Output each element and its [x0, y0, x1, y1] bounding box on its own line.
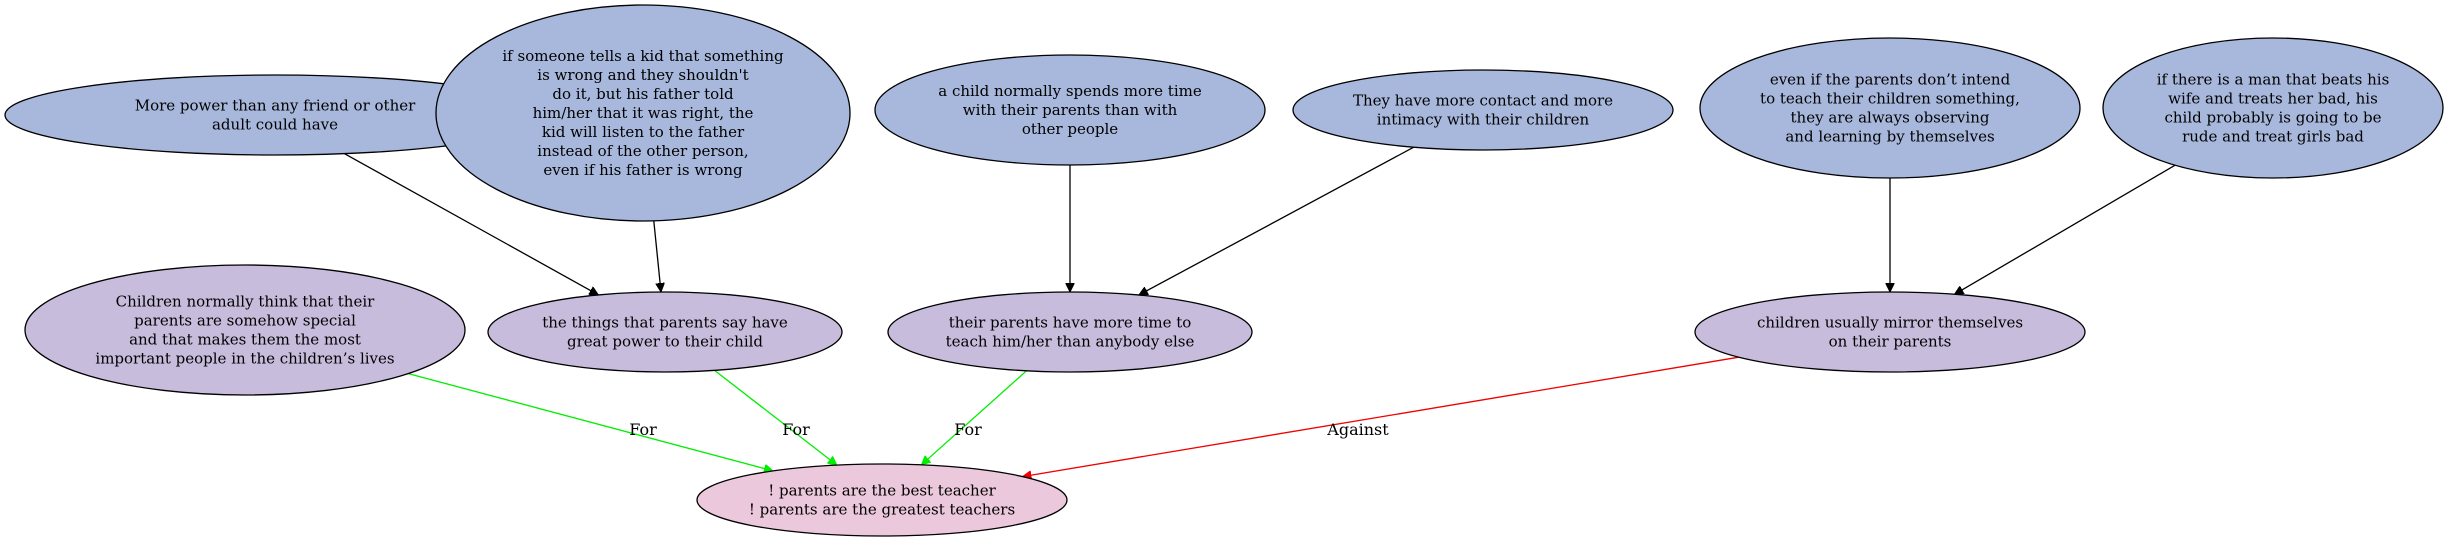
- argument-ellipse: [887, 291, 1253, 373]
- argument-ellipse: [487, 291, 843, 373]
- argument-ellipse: [24, 264, 466, 396]
- edge-n_mirror-to-n_root: [1023, 356, 1739, 476]
- premise-ellipse: [1699, 37, 2081, 179]
- node-text-line: if there is a man that beats his: [2157, 71, 2390, 89]
- edge-n_someone-to-n_say: [653, 220, 661, 292]
- node-text-line: They have more contact and more: [1353, 92, 1613, 110]
- premise-node: More power than any friend or otheradult…: [4, 74, 546, 156]
- node-text-line: teach him/her than anybody else: [946, 333, 1195, 351]
- node-text-line: even if his father is wrong: [543, 161, 743, 179]
- node-text-line: to teach their children something,: [1760, 90, 2020, 108]
- node-text-line: other people: [1022, 120, 1118, 138]
- node-text-line: ! parents are the greatest teachers: [749, 501, 1015, 519]
- edge-n_say-to-n_root: [714, 369, 837, 465]
- node-text-line: with their parents than with: [963, 101, 1178, 119]
- node-text-line: adult could have: [212, 116, 338, 134]
- edge-label-for: For: [782, 420, 810, 439]
- node-text-line: on their parents: [1829, 333, 1952, 351]
- argument-node: Children normally think that theirparent…: [24, 264, 466, 396]
- node-text-line: instead of the other person,: [537, 142, 748, 160]
- conclusion-node: ! parents are the best teacher! parents …: [696, 463, 1068, 537]
- node-text-line: wife and treats her bad, his: [2168, 90, 2378, 108]
- premise-ellipse: [2102, 37, 2444, 179]
- nodes-layer: More power than any friend or otheradult…: [4, 4, 2444, 537]
- edges-layer: For For For Against: [344, 146, 2176, 476]
- edge-label-against: Against: [1326, 420, 1389, 439]
- node-text-line: and learning by themselves: [1785, 128, 1994, 146]
- edge-n_time-to-n_root: [921, 370, 1027, 465]
- node-text-line: and that makes them the most: [129, 331, 361, 349]
- node-text-line: is wrong and they shouldn't: [537, 66, 748, 84]
- premise-ellipse: [874, 54, 1266, 166]
- node-text-line: intimacy with their children: [1377, 111, 1590, 129]
- node-text-line: child probably is going to be: [2164, 109, 2381, 127]
- node-text-line: parents are somehow special: [134, 312, 356, 330]
- premise-node: if someone tells a kid that somethingis …: [435, 4, 851, 222]
- node-text-line: More power than any friend or other: [135, 97, 416, 115]
- node-text-line: great power to their child: [567, 333, 763, 351]
- node-text-line: rude and treat girls bad: [2182, 128, 2364, 146]
- node-text-line: important people in the children’s lives: [95, 350, 394, 368]
- edge-label-for: For: [629, 420, 657, 439]
- conclusion-ellipse: [696, 463, 1068, 537]
- premise-ellipse: [435, 4, 851, 222]
- node-text-line: if someone tells a kid that something: [502, 47, 784, 65]
- premise-node: They have more contact and moreintimacy …: [1292, 69, 1674, 151]
- argument-ellipse: [1694, 291, 2086, 373]
- node-text-line: Children normally think that their: [116, 293, 375, 311]
- node-text-line: ! parents are the best teacher: [768, 482, 996, 500]
- node-text-line: their parents have more time to: [949, 314, 1192, 332]
- node-text-line: even if the parents don’t intend: [1770, 71, 2011, 89]
- edge-n_special-to-n_root: [408, 372, 773, 471]
- edge-n_beats-to-n_mirror: [1955, 164, 2176, 295]
- node-text-line: they are always observing: [1791, 109, 1990, 127]
- edge-n_contact-to-n_time: [1139, 146, 1415, 296]
- node-text-line: the things that parents say have: [542, 314, 788, 332]
- node-text-line: do it, but his father told: [552, 85, 734, 103]
- node-text-line: kid will listen to the father: [542, 123, 745, 141]
- node-text-line: a child normally spends more time: [938, 82, 1202, 100]
- premise-ellipse: [1292, 69, 1674, 151]
- edge-label-for: For: [954, 420, 982, 439]
- node-text-line: children usually mirror themselves: [1757, 314, 2023, 332]
- node-text-line: him/her that it was right, the: [533, 104, 754, 122]
- edge-n_power-to-n_say: [344, 153, 599, 296]
